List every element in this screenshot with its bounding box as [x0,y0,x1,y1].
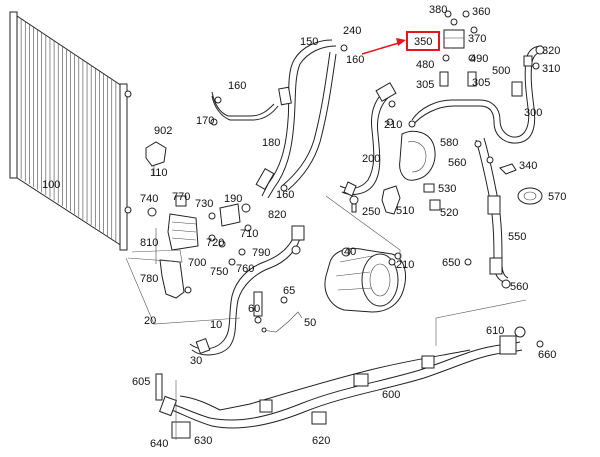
label-820: 820 [268,209,286,221]
label-500: 500 [492,65,510,77]
label-560: 560 [448,157,466,169]
compressor-part [324,247,406,313]
label-570: 570 [548,191,566,203]
label-240: 240 [343,25,361,37]
label-610: 610 [486,325,504,337]
label-100: 100 [42,179,60,191]
part-labels: 100 902 110 160 170 150 180 240 160 160 … [42,4,566,450]
label-360: 360 [472,6,490,18]
label-660: 660 [538,349,556,361]
label-30: 30 [190,355,202,367]
pipe-550-part [474,137,511,289]
pipe-600-part [155,326,544,439]
label-10: 10 [210,319,222,331]
label-640: 640 [150,438,168,450]
label-790: 790 [252,247,270,259]
label-480: 480 [416,59,434,71]
label-710: 710 [240,228,258,240]
expansion-valve-part [439,10,478,87]
label-740: 740 [140,193,158,205]
label-160: 160 [346,54,364,66]
label-620: 620 [312,435,330,447]
bracket-902-part [145,141,167,176]
label-110: 110 [150,167,168,179]
label-200: 200 [362,153,380,165]
label-902: 902 [154,125,172,137]
label-305: 305 [472,77,490,89]
hose-200-part [339,82,397,197]
label-65: 65 [283,285,295,297]
label-370: 370 [468,33,486,45]
label-150: 150 [300,36,318,48]
label-340: 340 [519,160,537,172]
valve-block-group-part [147,195,252,299]
label-210: 210 [396,259,414,271]
label-180: 180 [262,137,280,149]
label-310: 310 [542,63,560,75]
label-580: 580 [440,137,458,149]
label-350-highlighted: 350 [414,36,432,48]
highlight-callout [361,31,440,55]
label-700: 700 [188,257,206,269]
hose-160-part [280,44,348,192]
label-510: 510 [396,205,414,217]
bracket-510-part [349,185,401,215]
label-630: 630 [194,435,212,447]
pipe-10-part [189,225,305,356]
label-40: 40 [344,246,356,258]
label-320: 320 [542,45,560,57]
label-520: 520 [440,207,458,219]
label-210: 210 [384,119,402,131]
label-810: 810 [140,237,158,249]
label-305: 305 [416,79,434,91]
label-750: 750 [210,266,228,278]
label-380: 380 [429,4,447,16]
reference-lines [125,195,527,440]
label-50: 50 [304,317,316,329]
label-605: 605 [132,376,150,388]
label-530: 530 [438,183,456,195]
label-600: 600 [382,389,400,401]
label-780: 780 [140,273,158,285]
label-250: 250 [362,206,380,218]
label-490: 490 [470,53,488,65]
small-parts-part [423,163,543,266]
label-190: 190 [224,193,242,205]
evaporator-plate-part [399,120,436,181]
sensor-60-part [253,291,303,333]
label-300: 300 [524,107,542,119]
label-160: 160 [276,189,294,201]
label-650: 650 [442,257,460,269]
label-20: 20 [144,315,156,327]
label-560: 560 [510,281,528,293]
label-760: 760 [236,263,254,275]
label-770: 770 [172,191,190,203]
hose-180-part [255,39,337,199]
label-720: 720 [206,237,224,249]
label-550: 550 [508,231,526,243]
label-730: 730 [195,198,213,210]
label-170: 170 [196,115,214,127]
pipe-170-part [210,91,279,126]
label-160: 160 [228,80,246,92]
pipe-300-part [411,45,545,144]
label-60: 60 [248,303,260,315]
condenser-part [9,11,132,251]
